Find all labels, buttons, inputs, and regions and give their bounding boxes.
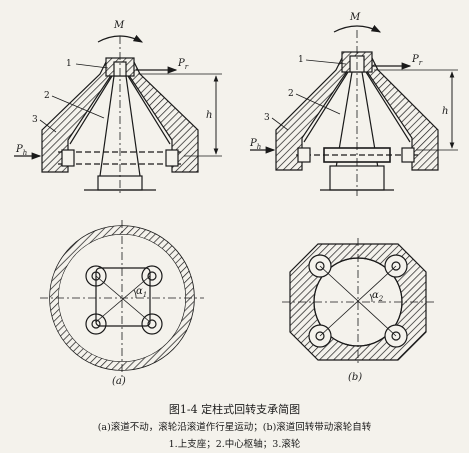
- moment-label-b: M: [349, 12, 361, 23]
- part-2-label-b: 2: [288, 89, 294, 99]
- force-pr-label-b: Pr: [411, 54, 423, 67]
- force-ph-label-a: Ph: [15, 144, 27, 157]
- panel-a-label: (a): [112, 376, 126, 387]
- panel-b-label: (b): [348, 372, 362, 383]
- height-label-b: h: [442, 106, 448, 117]
- figure-caption-title: 图1-4 定柱式回转支承简图: [168, 403, 301, 416]
- part-2-label-a: 2: [44, 91, 50, 101]
- angle-label-a: α1: [136, 286, 147, 299]
- figure-caption-line-2: 1.上支座；2.中心枢轴；3.滚轮: [168, 439, 301, 450]
- part-1-label-b: 1: [298, 55, 304, 65]
- height-label-a: h: [206, 110, 212, 121]
- part-3-label-b: 3: [264, 113, 270, 123]
- angle-label-b: α2: [372, 290, 384, 303]
- figure-caption-line-1: (a)滚道不动，滚轮沿滚道作行星运动；(b)滚道回转带动滚轮自转: [97, 422, 372, 433]
- panel-b-section-view: [250, 24, 458, 196]
- panel-a-section-view: [14, 34, 222, 196]
- part-1-label-a: 1: [66, 59, 72, 69]
- panel-b-plan-view: [282, 238, 436, 366]
- moment-label-a: M: [113, 20, 125, 31]
- force-pr-label-a: Pr: [177, 58, 189, 71]
- force-ph-label-b: Ph: [249, 138, 261, 151]
- part-3-label-a: 3: [32, 115, 38, 125]
- panel-a-plan-view: [40, 220, 204, 378]
